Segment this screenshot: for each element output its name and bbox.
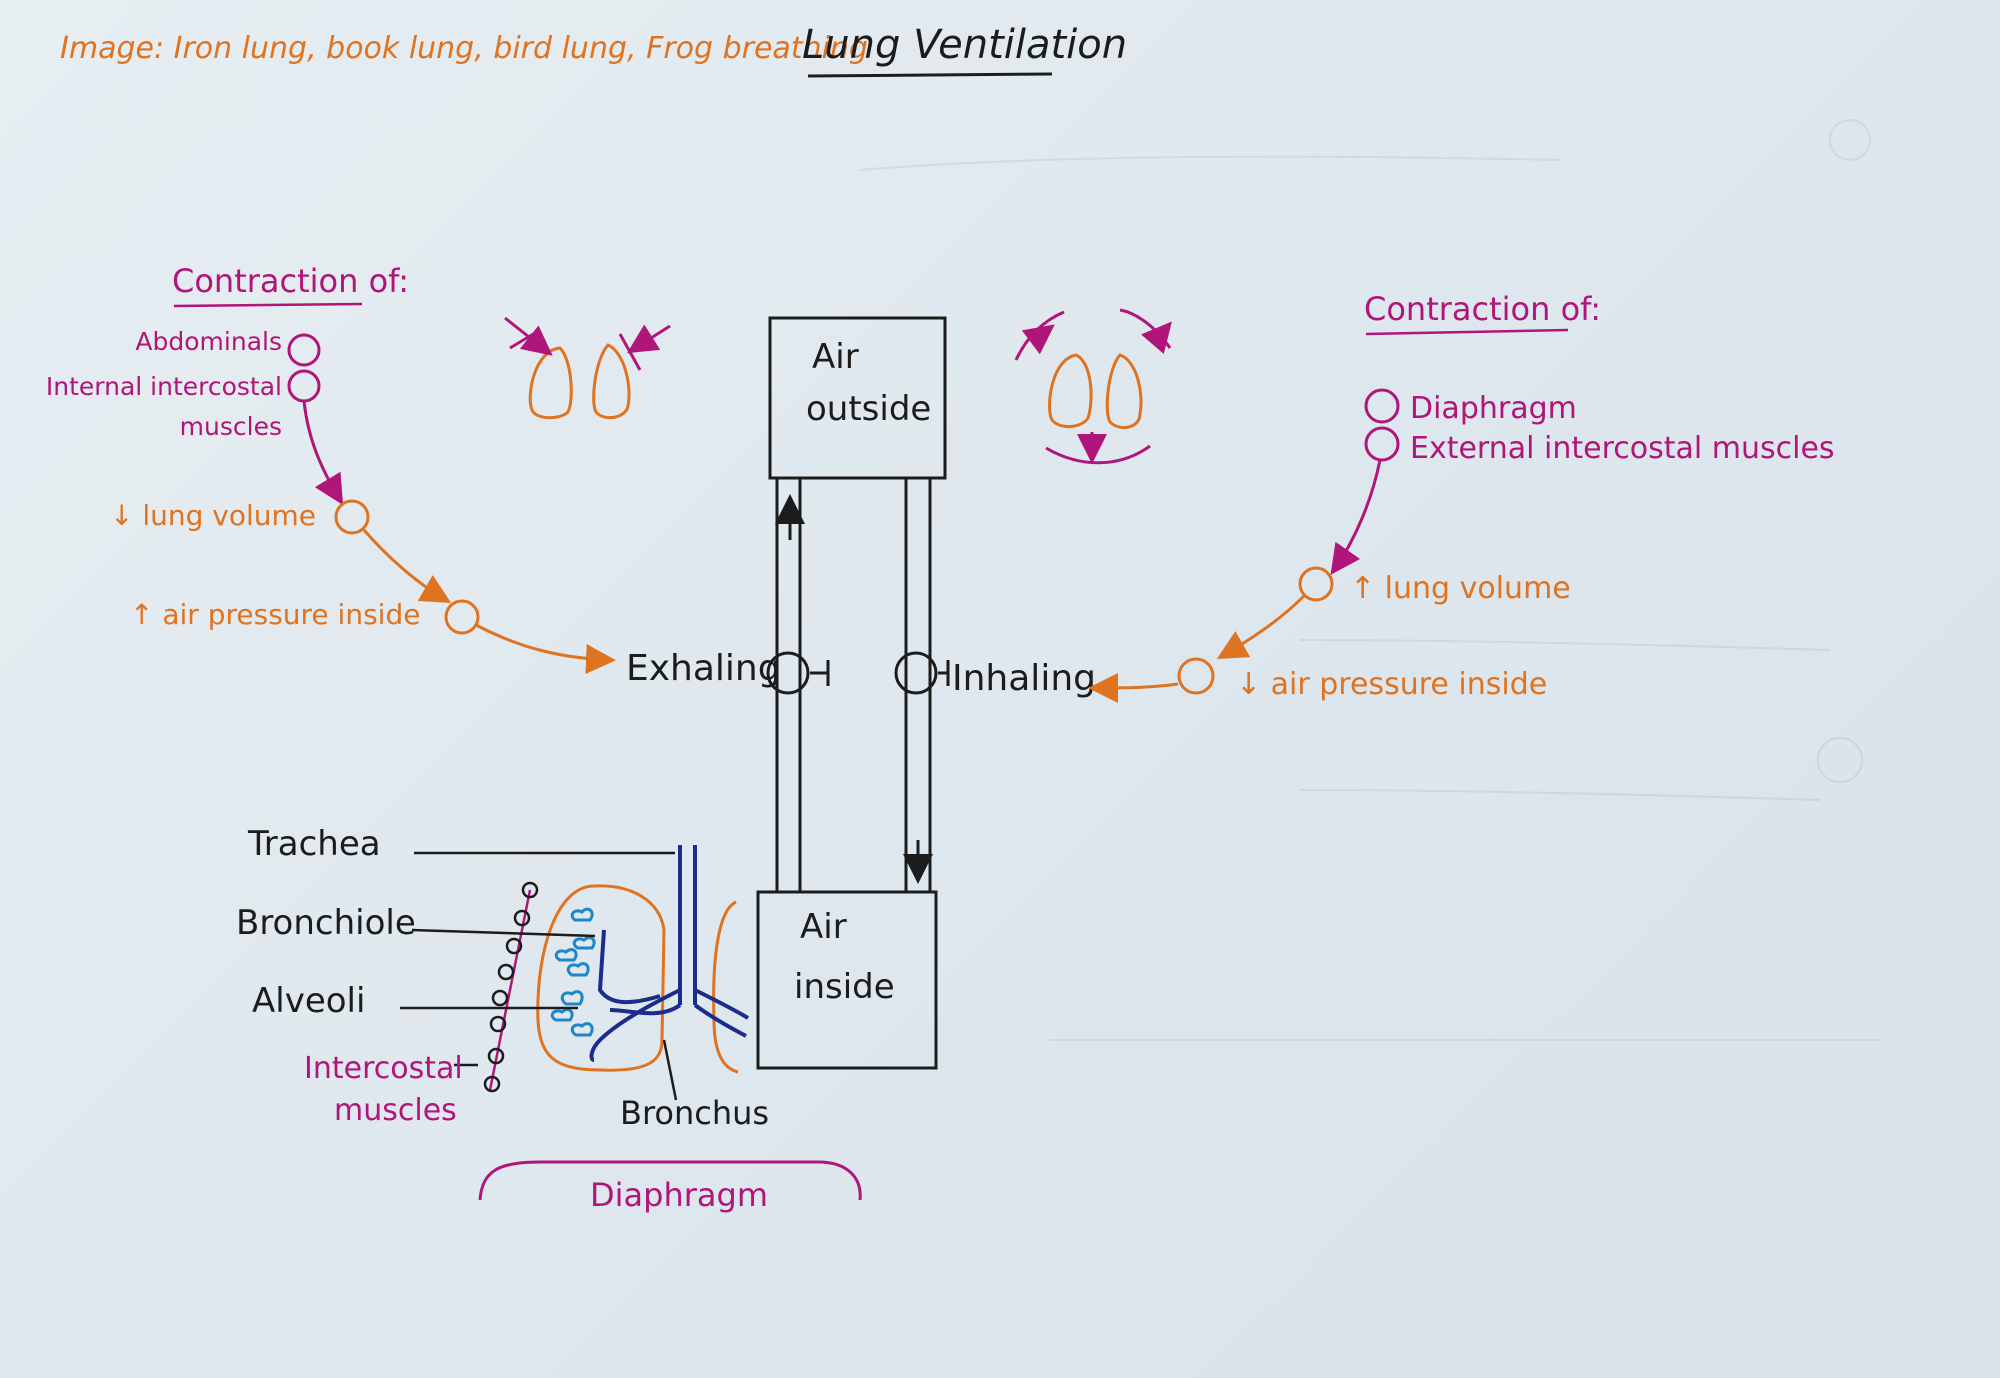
diaphragm-node bbox=[1364, 388, 1400, 424]
air-inside-line2: inside bbox=[794, 967, 895, 1007]
page-title: Lung Ventilation bbox=[802, 22, 1127, 68]
inhale-valve bbox=[894, 651, 950, 695]
inhale-tube bbox=[903, 478, 933, 892]
exhale-heading-underline bbox=[173, 302, 363, 308]
inhale-arrow-2 bbox=[1216, 594, 1306, 659]
intercostal-muscle-chain bbox=[483, 881, 539, 1093]
lungs-inflated-sketch bbox=[1014, 308, 1172, 465]
intercostal-muscles-label: muscles bbox=[334, 1093, 457, 1128]
inhale-step1: ↑ lung volume bbox=[1350, 571, 1571, 606]
air-outside-box bbox=[768, 316, 947, 480]
diaphragm-muscle-label: Diaphragm bbox=[1410, 391, 1577, 426]
exhale-heading: Contraction of: bbox=[172, 262, 409, 300]
air-outside-line2: outside bbox=[806, 389, 931, 429]
lung-outline bbox=[536, 884, 739, 1074]
air-inside-box bbox=[756, 890, 938, 1070]
diaphragm-bracket bbox=[478, 1160, 862, 1201]
lungs-deflated-sketch bbox=[504, 316, 671, 420]
external-intercostal-node bbox=[1364, 426, 1400, 462]
inhale-heading: Contraction of: bbox=[1364, 290, 1601, 328]
exhaling-label: Exhaling bbox=[626, 648, 781, 689]
exhale-arrow-3 bbox=[475, 623, 616, 675]
internal-intercostal-label: Internal intercostal bbox=[46, 372, 282, 401]
exhale-arrow-1 bbox=[302, 400, 344, 506]
image-note: Image: Iron lung, book lung, bird lung, … bbox=[60, 31, 868, 66]
inhale-arrow-1 bbox=[1330, 459, 1382, 575]
ghost-writing bbox=[859, 119, 1880, 1041]
inhale-arrow-3 bbox=[1088, 672, 1179, 703]
alveoli-clusters bbox=[550, 907, 596, 1037]
exhale-step1-node bbox=[334, 499, 370, 535]
inhale-step2-node bbox=[1177, 657, 1215, 695]
exhale-step2-node bbox=[444, 599, 480, 635]
inhale-step1-node bbox=[1298, 566, 1334, 602]
inhale-step2: ↓ air pressure inside bbox=[1236, 667, 1547, 702]
inhaling-label: Inhaling bbox=[952, 658, 1096, 699]
exhale-tube bbox=[775, 478, 805, 892]
exhale-valve bbox=[766, 651, 830, 695]
alveoli-label: Alveoli bbox=[252, 981, 365, 1021]
inhale-heading-underline bbox=[1365, 328, 1569, 336]
muscles-label: muscles bbox=[180, 412, 282, 441]
air-inside-line1: Air bbox=[800, 907, 847, 947]
exhale-step2: ↑ air pressure inside bbox=[130, 598, 420, 631]
intercostal-label: Intercostal bbox=[304, 1051, 463, 1086]
anatomy-leader-lines bbox=[400, 851, 678, 1101]
external-intercostal-label: External intercostal muscles bbox=[1410, 431, 1835, 466]
internal-intercostal-node bbox=[287, 369, 321, 403]
air-outside-line1: Air bbox=[812, 337, 859, 377]
abdominals-node bbox=[287, 333, 321, 367]
exhale-arrow-2 bbox=[362, 529, 452, 603]
trachea-label: Trachea bbox=[247, 824, 381, 864]
trachea-and-bronchi bbox=[589, 845, 750, 1062]
title-underline bbox=[807, 72, 1053, 78]
bronchiole-label: Bronchiole bbox=[236, 903, 416, 943]
bronchus-label: Bronchus bbox=[620, 1094, 769, 1132]
exhale-step1: ↓ lung volume bbox=[110, 499, 316, 532]
diaphragm-label: Diaphragm bbox=[590, 1176, 768, 1214]
abdominals-label: Abdominals bbox=[135, 327, 282, 356]
